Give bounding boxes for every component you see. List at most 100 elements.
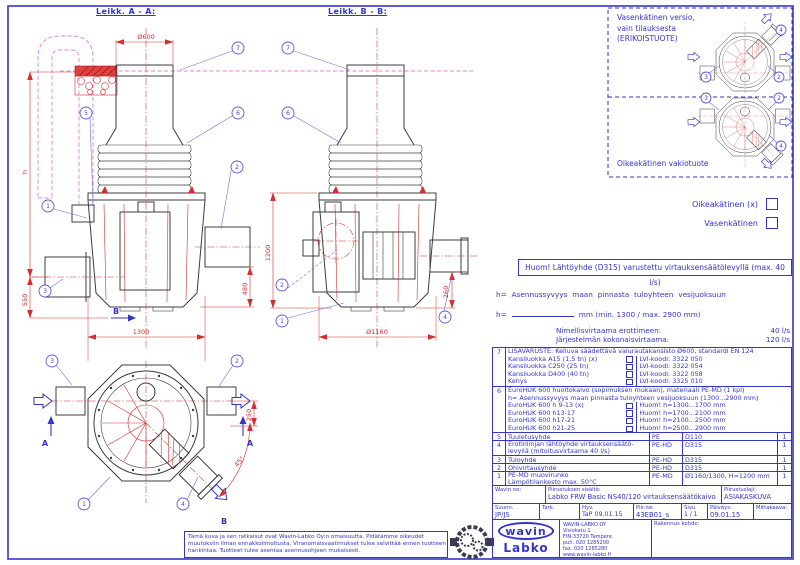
svg-text:2: 2 [235, 164, 239, 171]
checked-cell: Tark. [539, 504, 579, 519]
h-prefix: h= [496, 310, 507, 319]
balloon-callout: 1 [77, 497, 91, 511]
sheet-border [7, 5, 794, 560]
dimension-label: h [21, 170, 29, 174]
table-row-7: 7 LISÄVARUSTE: Kelluva säädettävä valura… [493, 347, 791, 386]
left-handed-checkbox[interactable] [766, 217, 778, 229]
total-flow-row: Järjestelmän kokonaisvirtaama: 120 l/s [556, 334, 790, 345]
svg-text:3: 3 [43, 288, 47, 295]
option-checkbox[interactable] [626, 356, 633, 363]
row-title: EuroHUK 600 huoltokaivo (sopimuksen muka… [508, 386, 745, 394]
balloon-callout: 4 [775, 140, 787, 152]
balloon-callout: 3 [38, 284, 52, 298]
svg-text:1: 1 [280, 318, 284, 325]
h-blank-field[interactable] [511, 309, 574, 317]
balloon-callout: 1 [275, 314, 289, 328]
svg-text:7: 7 [236, 45, 240, 52]
option-checkbox[interactable] [626, 410, 633, 417]
view-label: B [113, 307, 119, 316]
drawing-type-cell: Piirustuslaji: ASIAKASKUVA [721, 486, 791, 503]
table-row-4: 4 Erotinlinjan lähtöyhde virtauksensäätö… [493, 440, 791, 455]
plan-view [33, 360, 258, 506]
option-line: Kansiluokka C250 (25 tn) LVI-koodi: 3322… [508, 363, 791, 371]
svg-text:2: 2 [777, 95, 781, 102]
option-checkbox[interactable] [626, 417, 633, 425]
parts-table: 7 LISÄVARUSTE: Kelluva säädettävä valura… [492, 347, 792, 486]
building-site-cell: Rakennus kohde: [651, 520, 791, 557]
balloon-callout: 1 [41, 199, 55, 213]
flow-value: 120 l/s [765, 334, 790, 344]
option-line: Kansiluokka D400 (40 tn) LVI-koodi: 3322… [508, 370, 791, 379]
balloon-callout: 4 [775, 24, 787, 36]
bolt-dots [97, 374, 195, 472]
special-version-note: Vasenkätinen versio, vain tilauksesta (E… [617, 13, 729, 45]
svg-text:6: 6 [236, 110, 240, 117]
labko-logo: Labko [503, 541, 549, 555]
flow-value: 40 l/s [770, 326, 790, 335]
drawing-title: Labko FRW Basic NS40/120 virtauksensäätö… [548, 493, 716, 501]
table-row-2: 2 Ohivirtausyhde PE-HD D315 1 [493, 463, 791, 472]
left-handed-view [687, 10, 793, 94]
row-number: 7 [493, 348, 506, 386]
balloon-callout: 2 [275, 278, 289, 292]
h-entry-line: h=mm (min. 1300 / max. 2900 mm) [496, 309, 701, 319]
disclaimer-note: Tämä kuva ja sen ratkaisut ovat Wavin-La… [184, 531, 448, 558]
special-note-line: (ERIKOISTUOTE) [617, 34, 678, 43]
option-line: EuroHUK 600 h 9-13 (x) Huom! h=1300...17… [508, 402, 791, 410]
section-a-title: Leikk. A - A: [96, 7, 156, 16]
option-checkbox[interactable] [626, 371, 633, 378]
right-handed-view [687, 95, 793, 172]
balloon-callout: 2 [773, 92, 785, 104]
page-cell: Sivu 1 / 1 [681, 504, 707, 519]
company-address: WAVIN-LABKO OY Visiokatu 1 FIN-33720 Tam… [559, 520, 651, 557]
option-checkbox[interactable] [626, 363, 633, 371]
flow-label: Nimellisvirtaama erottimeen: [556, 326, 662, 335]
balloon-callout: 3 [45, 354, 59, 368]
dimension-label: 260 [442, 286, 450, 298]
date-cell: Päiväys: 09.01.15 [707, 504, 753, 519]
option-checkbox[interactable] [626, 425, 633, 433]
option-line: EuroHUK 600 h17-21 Huom! h=2100...2500 m… [508, 417, 791, 425]
flow-label: Järjestelmän kokonaisvirtaama: [556, 334, 670, 344]
row-number: 6 [493, 387, 506, 432]
gravel-layer [74, 75, 118, 96]
option-checkbox[interactable] [626, 378, 633, 386]
table-row-3: 3 Tuloyhde PE-HD D315 1 [493, 455, 791, 464]
table-row-1: 1 PE-MD muovirunko Lämpötilankesto max. … [493, 471, 791, 486]
svg-text:2: 2 [777, 74, 781, 81]
option-checkbox[interactable] [626, 402, 633, 410]
section-a-view [27, 28, 260, 361]
left-handed-option: Vasenkätinen [612, 216, 778, 230]
scale-cell: Mittakaava: [753, 504, 791, 519]
svg-text:7: 7 [286, 45, 290, 52]
balloon-callout: 3 [700, 71, 712, 83]
svg-text:4: 4 [181, 501, 185, 508]
right-handed-checkbox[interactable] [766, 198, 778, 210]
view-label: A [247, 439, 254, 448]
svg-text:2: 2 [235, 358, 239, 365]
balloon-callout: 6 [281, 106, 295, 120]
dimension-label: 250 [245, 409, 253, 421]
nominal-flow-row: Nimellisvirtaama erottimeen: 40 l/s [556, 326, 790, 336]
option-line: Kansiluokka A15 (1,5 tn) (x) LVI-koodi: … [508, 355, 791, 364]
svg-text:1: 1 [82, 501, 86, 508]
dimension-label: Ø600 [137, 33, 155, 41]
approved-cell: Hyv. TaP 09.01.15 [579, 504, 633, 519]
dimension-label: 550 [21, 294, 29, 306]
left-handed-label: Vasenkätinen [704, 218, 758, 228]
inflow-arrow [33, 393, 53, 409]
svg-text:4: 4 [443, 314, 447, 321]
right-handed-option: Oikeakätinen (x) [612, 197, 778, 211]
pavement-layer [74, 65, 118, 77]
drawing-content-cell: Piirustuksen sisältö: Labko FRW Basic NS… [545, 486, 721, 503]
flow-rates: Nimellisvirtaama erottimeen: 40 l/s Järj… [556, 326, 790, 345]
view-label: A [42, 439, 49, 448]
balloon-callout: 7 [281, 41, 295, 55]
h-definition: h= Asennussyvyys maan pinnasta tuloyhtee… [496, 290, 726, 299]
balloon-callout: 2 [230, 160, 244, 174]
svg-text:2: 2 [280, 282, 284, 289]
balloon-callout: 5 [79, 106, 93, 120]
dimension-label: 1200 [264, 245, 272, 262]
option-line: EuroHUK 600 h21-25 Huom! h=2500...2900 m… [508, 424, 791, 433]
